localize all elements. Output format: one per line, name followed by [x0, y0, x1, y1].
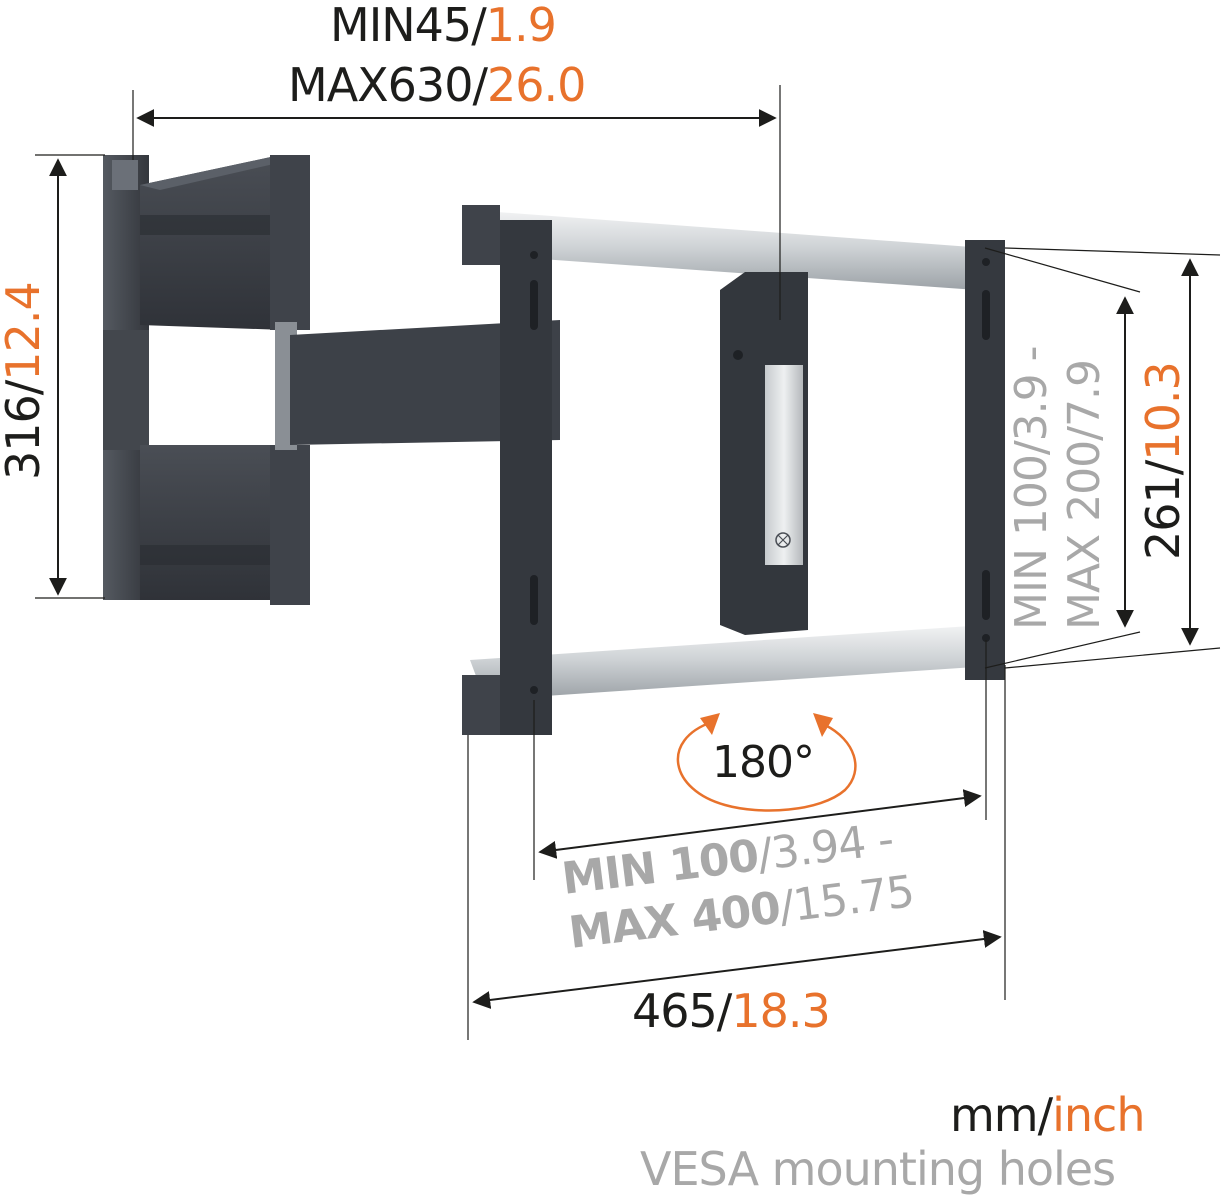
rails — [470, 210, 1005, 700]
unit-legend-inch: inch — [1052, 1088, 1145, 1142]
wall-plate-height-mm: 316/ — [0, 380, 50, 480]
wall-plate-height-inch: 12.4 — [0, 282, 50, 381]
wall-plate-height-label: 316/12.4 — [0, 282, 50, 480]
brand-logo-icon — [775, 532, 791, 548]
arm-reach-min-inch: 1.9 — [485, 0, 557, 52]
connecting-arm — [290, 320, 560, 445]
interface-height-mm: 261/ — [1136, 460, 1190, 560]
arm-reach-max-mm: MAX630/ — [288, 58, 488, 112]
vesa-vertical-line2: MAX 200/7.9 — [1059, 360, 1110, 630]
vesa-horizontal-dimension — [538, 789, 982, 859]
upper-arm — [140, 155, 310, 330]
arm-reach-max-label: MAX630/26.0 — [288, 62, 586, 108]
interface-height-inch: 10.3 — [1136, 362, 1190, 461]
unit-legend: mm/inch — [950, 1092, 1146, 1138]
arm-reach-min-label: MIN45/1.9 — [330, 2, 557, 48]
mount-bracket — [103, 155, 1005, 735]
dimension-lines — [35, 85, 1221, 1040]
center-module — [720, 272, 808, 635]
left-vertical-bar — [462, 205, 552, 735]
rotation-label: 180° — [712, 737, 815, 788]
arm-reach-max-inch: 26.0 — [486, 58, 586, 112]
vesa-vertical-line1: MIN 100/3.9 - — [1006, 346, 1057, 630]
arm-reach-min-mm: MIN45/ — [330, 0, 487, 52]
interface-width-label: 465/18.3 — [632, 988, 831, 1034]
interface-width-mm: 465/ — [632, 984, 732, 1038]
rotate-arrows-icon — [676, 713, 857, 812]
interface-height-label: 261/10.3 — [1136, 362, 1190, 560]
interface-width-inch: 18.3 — [731, 984, 830, 1038]
right-vertical-bar — [965, 240, 1005, 680]
vesa-note: VESA mounting holes — [640, 1142, 1116, 1196]
lower-arm — [140, 445, 310, 605]
unit-legend-mm: mm/ — [950, 1088, 1053, 1142]
interface-width-dimension — [472, 930, 1002, 1009]
